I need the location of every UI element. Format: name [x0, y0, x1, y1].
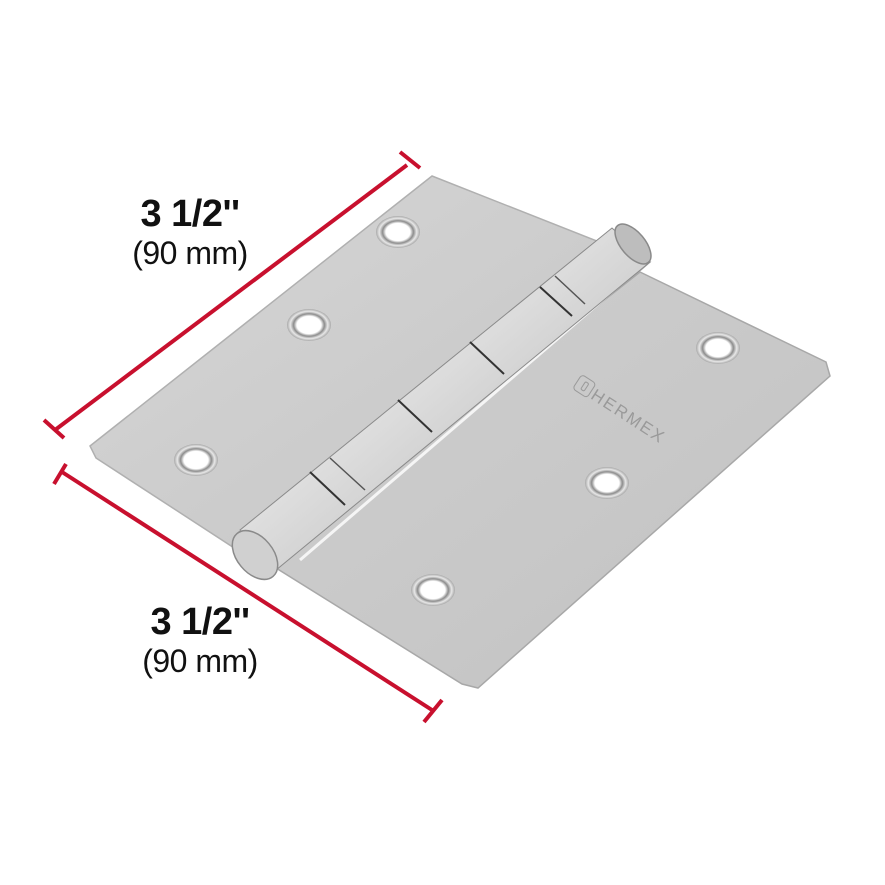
screw-hole — [411, 574, 455, 606]
screw-hole — [376, 216, 420, 248]
screw-hole — [696, 332, 740, 364]
dimension-line-height — [42, 150, 422, 440]
screw-hole — [287, 309, 331, 341]
screw-hole — [174, 444, 218, 476]
dimension-label-width: 3 1/2'' (90 mm) — [120, 603, 280, 677]
dimension-imperial: 3 1/2'' — [140, 193, 240, 235]
dimension-label-height: 3 1/2'' (90 mm) — [110, 195, 270, 269]
hinge-knuckle — [231, 223, 652, 581]
dimension-metric: (90 mm) — [142, 643, 258, 679]
screw-hole — [585, 467, 629, 499]
dimension-imperial: 3 1/2'' — [150, 601, 250, 643]
dimension-line-width — [52, 462, 444, 724]
dimension-metric: (90 mm) — [132, 235, 248, 271]
